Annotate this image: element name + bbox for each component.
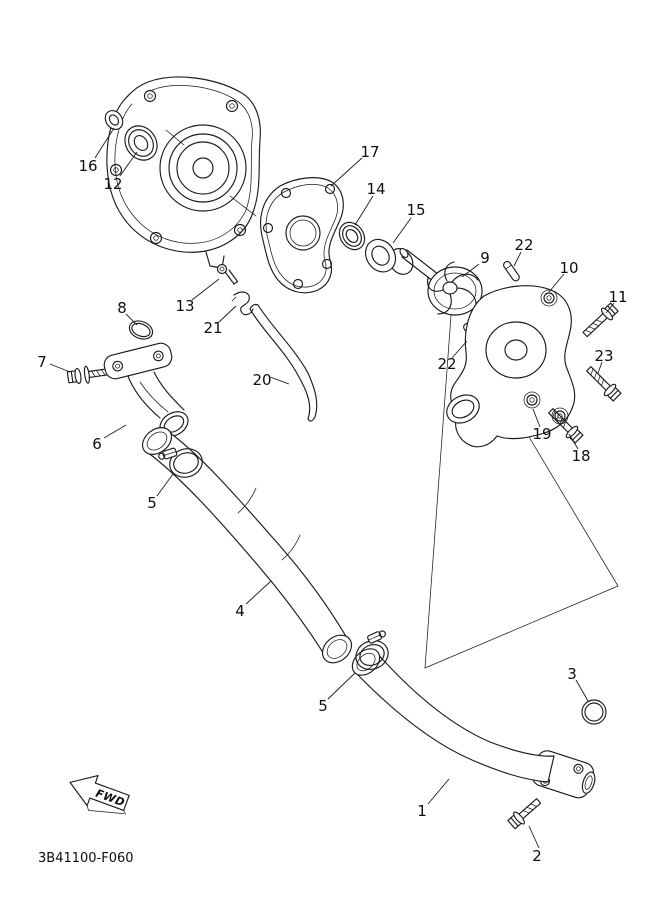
bearing-drawing — [124, 125, 158, 161]
callout-23: 23 — [594, 347, 613, 365]
callout-3: 3 — [567, 665, 577, 683]
wire-clip-drawing — [231, 291, 254, 316]
callout-20: 20 — [252, 371, 271, 389]
small-hose-drawing — [249, 303, 318, 422]
impeller-drawing — [399, 248, 483, 316]
callout-10: 10 — [559, 259, 578, 277]
callout-5-b: 5 — [318, 697, 328, 715]
flange-bolt-drawing — [582, 302, 619, 338]
crankcase-cover-drawing — [106, 76, 261, 269]
callout-11: 11 — [608, 288, 627, 306]
hose-clamp-drawing — [158, 447, 203, 478]
washer-drawing — [104, 110, 124, 130]
fwd-arrow: FWD — [69, 774, 130, 815]
pin-drawing — [216, 263, 239, 285]
pump-housing-drawing — [446, 285, 576, 448]
callout-21: 21 — [203, 319, 222, 337]
callout-13: 13 — [175, 297, 194, 315]
callout-22-a: 22 — [514, 236, 533, 254]
callout-19: 19 — [532, 425, 551, 443]
callout-17: 17 — [360, 143, 379, 161]
callout-6: 6 — [92, 435, 102, 453]
callout-5-a: 5 — [147, 494, 157, 512]
o-ring-drawing — [581, 699, 607, 725]
callout-15: 15 — [406, 201, 425, 219]
callout-16: 16 — [78, 157, 97, 175]
flange-bolt-drawing — [586, 366, 622, 402]
callout-18: 18 — [571, 447, 590, 465]
pipe-joint-drawing — [103, 342, 189, 437]
oil-seal-drawing — [338, 221, 366, 251]
callout-14: 14 — [366, 180, 385, 198]
bolt-with-washer-drawing — [66, 365, 109, 385]
hose-clamp-drawing — [355, 630, 389, 671]
callout-12: 12 — [103, 175, 122, 193]
callout-9: 9 — [480, 249, 490, 267]
upper-hose-drawing — [141, 427, 353, 664]
leader-lines — [49, 127, 615, 849]
callout-2: 2 — [532, 847, 542, 865]
lower-hose-drawing — [351, 648, 555, 783]
dowel-pin-drawing — [503, 260, 520, 282]
callout-8: 8 — [117, 299, 127, 317]
gasket-drawing — [260, 177, 344, 294]
diagram-code: 3B41100-F060 — [38, 851, 134, 866]
callout-22-b: 22 — [437, 355, 456, 373]
flange-bolt-drawing — [507, 798, 542, 830]
callout-4: 4 — [235, 602, 245, 620]
o-ring-drawing — [128, 320, 154, 340]
callout-7: 7 — [37, 353, 47, 371]
callout-1: 1 — [417, 802, 427, 820]
mechanical-seal-drawing — [365, 238, 414, 275]
